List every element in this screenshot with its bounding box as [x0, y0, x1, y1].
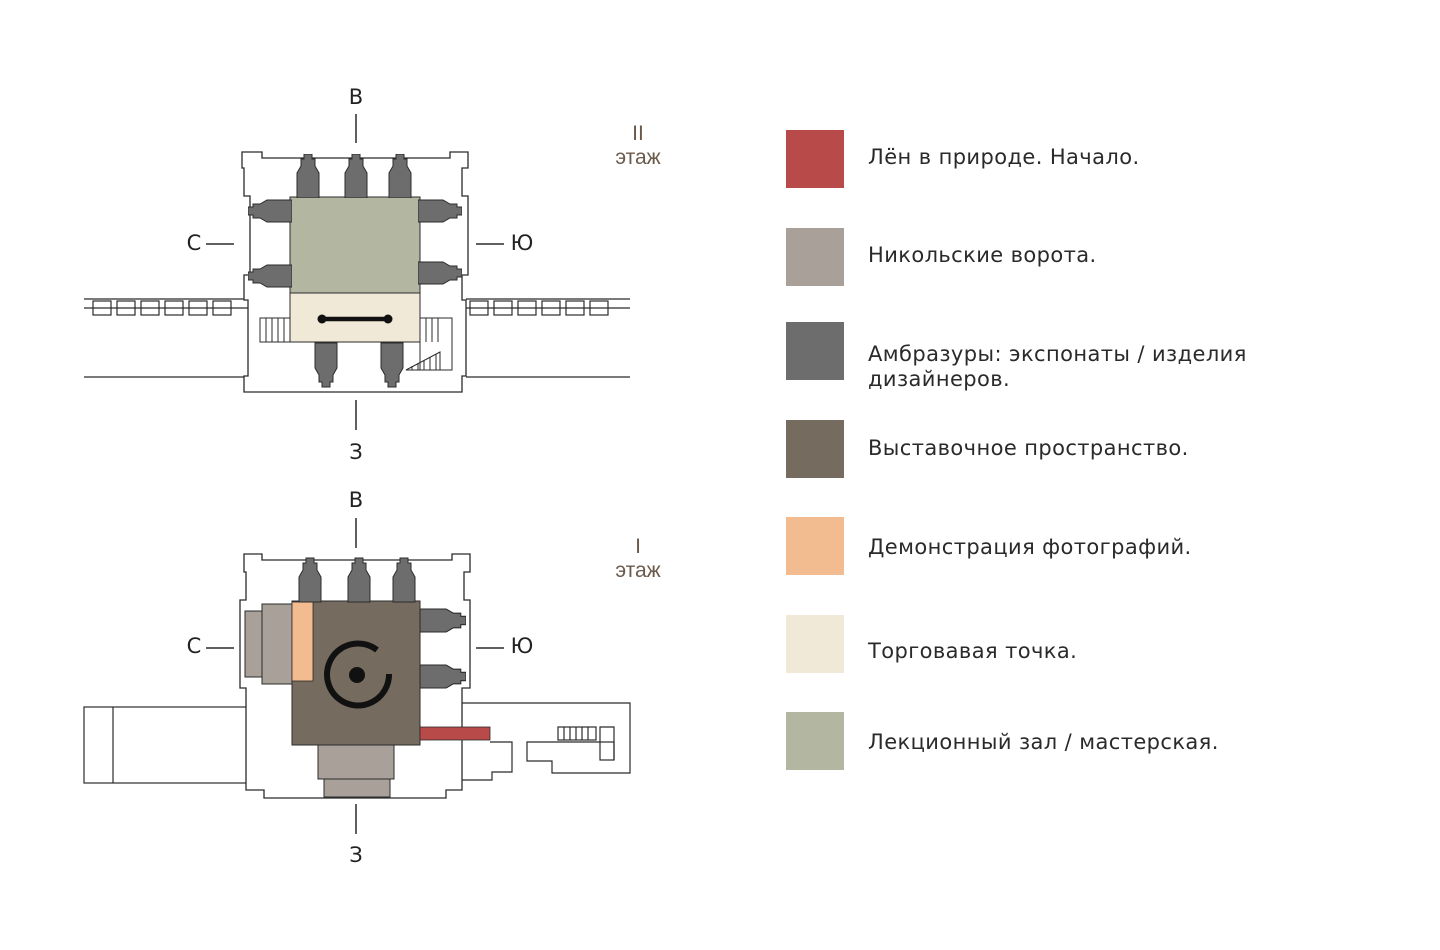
north-label: В — [349, 488, 363, 512]
east-label: Ю — [511, 231, 534, 255]
legend-label: Лён в природе. Начало. — [868, 145, 1140, 169]
second-floor-plan: В С Ю З — [84, 85, 630, 464]
legend-item: Выставочное пространство. — [786, 420, 1426, 480]
second-floor-compass — [206, 114, 504, 430]
legend-swatch-gate — [786, 228, 844, 286]
east-label: Ю — [511, 634, 534, 658]
legend-label: Торговавая точка. — [868, 639, 1078, 663]
legend-label: Лекционный зал / мастерская. — [868, 730, 1219, 754]
legend-swatch-exhibition — [786, 420, 844, 478]
legend-label: Никольские ворота. — [868, 243, 1097, 267]
first-floor-label: I этаж — [578, 535, 698, 583]
legend-swatch-photo — [786, 517, 844, 575]
legend-swatch-lecture — [786, 712, 844, 770]
west-label: С — [187, 231, 202, 255]
first-floor-gate-inner — [261, 603, 293, 685]
legend-item: Никольские ворота. — [786, 228, 1426, 288]
second-floor-label: II этаж — [578, 122, 698, 170]
legend-swatch-embrasure — [786, 322, 844, 380]
legend-label: Амбразуры: экспонаты / изделия дизайнеро… — [868, 342, 1247, 391]
first-floor-flax-start — [419, 726, 491, 741]
legend-item: Торговавая точка. — [786, 615, 1426, 675]
legend-item: Лён в природе. Начало. — [786, 130, 1426, 190]
second-floor-stairs — [259, 317, 453, 371]
legend-label: Демонстрация фотографий. — [868, 535, 1192, 559]
first-floor-gate-outer — [244, 610, 263, 678]
first-floor-gate-bottom-outer — [323, 778, 391, 798]
north-label: В — [349, 85, 363, 109]
first-floor-right-annex — [462, 702, 631, 781]
first-floor-compass — [206, 518, 504, 834]
legend-item: Демонстрация фотографий. — [786, 517, 1426, 577]
bench-icon — [317, 314, 393, 324]
second-floor-lecture-hall — [289, 196, 421, 294]
legend-item: Амбразуры: экспонаты / изделия дизайнеро… — [786, 322, 1426, 391]
second-floor-wall-strips — [84, 298, 630, 378]
first-floor-left-annex — [83, 706, 249, 784]
south-label: З — [349, 843, 362, 867]
second-floor-numeral: II — [632, 122, 644, 145]
legend-swatch-flax-start — [786, 130, 844, 188]
legend-swatch-shop — [786, 615, 844, 673]
first-floor-photo-display — [291, 601, 314, 682]
legend-label: Выставочное пространство. — [868, 436, 1189, 460]
first-floor-numeral: I — [635, 535, 641, 558]
legend: Лён в природе. Начало. Никольские ворота… — [786, 0, 1426, 950]
floor-plans: В С Ю З — [83, 85, 631, 867]
target-circle-icon — [324, 640, 393, 709]
legend-item: Лекционный зал / мастерская. — [786, 712, 1426, 772]
first-floor-word: этаж — [615, 559, 661, 582]
first-floor-plan: В С Ю З — [83, 488, 631, 867]
south-label: З — [349, 440, 362, 464]
west-label: С — [187, 634, 202, 658]
first-floor-gate-bottom — [317, 744, 395, 780]
second-floor-word: этаж — [615, 146, 661, 169]
